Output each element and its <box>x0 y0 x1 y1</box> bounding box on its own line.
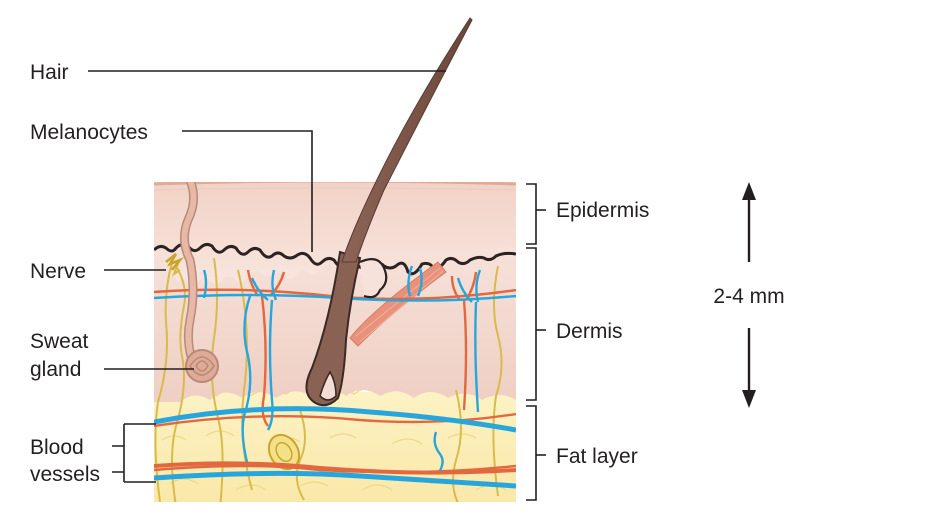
melanocyte-layer <box>154 242 516 276</box>
thickness-label: 2-4 mm <box>713 285 784 308</box>
layer-brackets <box>526 183 546 501</box>
nerve-label: Nerve <box>30 260 86 283</box>
thickness-arrow <box>742 182 756 408</box>
fat-vein-upper <box>154 406 516 433</box>
fat-artery-lower <box>154 461 516 475</box>
hair-follicle <box>305 250 362 407</box>
blood-vessels-label-line2: vessels <box>30 463 100 486</box>
dermis-label: Dermis <box>556 320 623 343</box>
fat-layer-label: Fat layer <box>556 445 638 468</box>
melanocytes-leader <box>182 130 313 252</box>
sweat-gland-label-line2: gland <box>30 358 81 381</box>
blood-vessels-label-line1: Blood <box>30 436 84 459</box>
sweat-gland-coil <box>185 349 219 383</box>
fat-vein-lower <box>154 470 516 489</box>
melanocytes-label: Melanocytes <box>30 121 148 144</box>
skin-surface <box>154 182 516 186</box>
nerve-ending <box>165 252 185 271</box>
epidermis-label: Epidermis <box>556 199 649 222</box>
epidermis-region <box>154 182 516 285</box>
hair-shaft <box>341 17 473 263</box>
follicle-sheath <box>359 257 388 299</box>
hair-label: Hair <box>30 61 69 84</box>
sweat-gland-label-line1: Sweat <box>30 330 89 353</box>
blood-vessels-leader <box>112 423 156 483</box>
